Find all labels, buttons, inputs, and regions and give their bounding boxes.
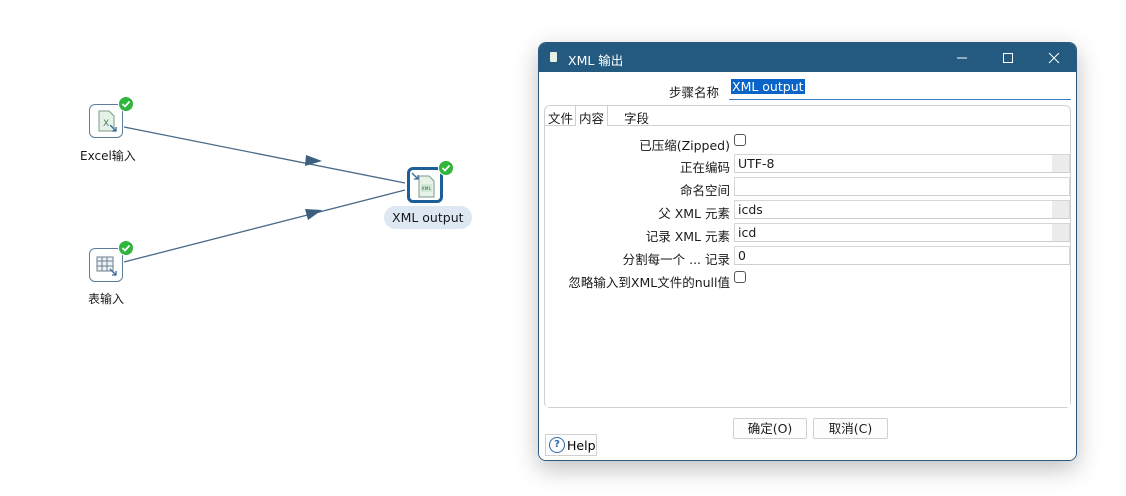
hop-arrow-icon <box>305 155 322 166</box>
tab-folder: 文件 内容 字段 已压缩(Zipped) 正在编码 UTF-8 命名空间 <box>544 105 1071 408</box>
hop-table-to-xml[interactable] <box>123 189 406 263</box>
omit-null-checkbox[interactable] <box>734 271 746 283</box>
help-label: Help <box>567 438 596 453</box>
dialog-title: XML 输出 <box>568 53 624 68</box>
row-element-label: 记录 XML 元素 <box>645 229 730 244</box>
dropdown-button[interactable] <box>1052 155 1069 172</box>
step-label: Excel输入 <box>80 149 136 163</box>
step-label: XML output <box>384 206 472 229</box>
xml-output-dialog: XML 输出 步骤名称 XML output 文件 内容 字段 已压缩(Zipp… <box>538 42 1077 461</box>
status-ok-icon <box>118 96 134 112</box>
variable-button[interactable] <box>1052 201 1069 218</box>
tab-file[interactable]: 文件 <box>548 111 574 126</box>
tab-bar: 文件 内容 字段 <box>545 106 1070 126</box>
parent-element-row: 父 XML 元素 icds <box>546 200 1070 222</box>
row-element-row: 记录 XML 元素 icd <box>546 223 1070 245</box>
parent-element-input[interactable]: icds <box>734 200 1070 219</box>
step-xml-output[interactable]: XML <box>407 167 443 203</box>
help-icon: ? <box>549 437 565 453</box>
hop-excel-to-xml[interactable] <box>123 126 406 184</box>
app-icon <box>550 52 557 62</box>
title-bar[interactable]: XML 输出 <box>539 43 1076 72</box>
cancel-button[interactable]: 取消(C) <box>813 418 888 439</box>
parent-element-value: icds <box>738 202 763 217</box>
help-button[interactable]: ? Help <box>545 434 597 456</box>
step-label: 表输入 <box>88 292 125 306</box>
status-ok-icon <box>438 160 454 176</box>
split-every-row: 分割每一个 ... 记录 0 <box>546 246 1070 268</box>
encoding-combo[interactable]: UTF-8 <box>734 154 1070 173</box>
close-button[interactable] <box>1031 43 1076 72</box>
table-grid-icon <box>96 256 117 276</box>
close-icon <box>1048 52 1060 63</box>
tab-fields[interactable]: 字段 <box>624 111 650 126</box>
omit-null-label: 忽略输入到XML文件的null值 <box>568 275 730 290</box>
variable-button[interactable] <box>1052 224 1069 241</box>
encoding-value: UTF-8 <box>738 156 775 171</box>
zipped-row: 已压缩(Zipped) <box>546 132 1070 154</box>
row-element-value: icd <box>738 225 757 240</box>
zipped-label: 已压缩(Zipped) <box>639 138 730 153</box>
step-name-input[interactable]: XML output <box>729 79 1071 100</box>
content-panel: 已压缩(Zipped) 正在编码 UTF-8 命名空间 父 XML 元素 <box>546 127 1070 407</box>
hop-arrow-icon <box>305 209 322 220</box>
xml-file-icon: XML <box>411 172 435 198</box>
split-every-input[interactable]: 0 <box>734 246 1070 265</box>
step-table-input[interactable] <box>89 248 123 282</box>
svg-text:XML: XML <box>422 186 432 192</box>
parent-element-label: 父 XML 元素 <box>658 206 730 221</box>
step-name-value: XML output <box>731 79 805 94</box>
namespace-label: 命名空间 <box>679 183 730 198</box>
tab-content[interactable]: 内容 <box>575 106 609 126</box>
encoding-label: 正在编码 <box>679 160 730 175</box>
namespace-input[interactable] <box>734 177 1070 196</box>
omit-null-row: 忽略输入到XML文件的null值 <box>546 269 1070 291</box>
encoding-row: 正在编码 UTF-8 <box>546 154 1070 176</box>
step-name-label: 步骤名称 <box>668 85 719 100</box>
zipped-checkbox[interactable] <box>734 134 746 146</box>
status-ok-icon <box>118 240 134 256</box>
namespace-row: 命名空间 <box>546 177 1070 199</box>
dialog-body: 步骤名称 XML output 文件 内容 字段 已压缩(Zipped) 正在编… <box>539 72 1076 460</box>
row-element-input[interactable]: icd <box>734 223 1070 242</box>
step-excel-input[interactable]: X <box>89 104 123 138</box>
minimize-button[interactable] <box>939 43 985 72</box>
ok-button[interactable]: 确定(O) <box>733 418 807 439</box>
maximize-icon <box>1003 52 1013 63</box>
maximize-button[interactable] <box>985 43 1031 72</box>
minimize-icon <box>957 57 967 58</box>
svg-text:X: X <box>103 119 109 129</box>
excel-file-icon: X <box>98 110 117 132</box>
split-every-label: 分割每一个 ... 记录 <box>622 252 730 267</box>
